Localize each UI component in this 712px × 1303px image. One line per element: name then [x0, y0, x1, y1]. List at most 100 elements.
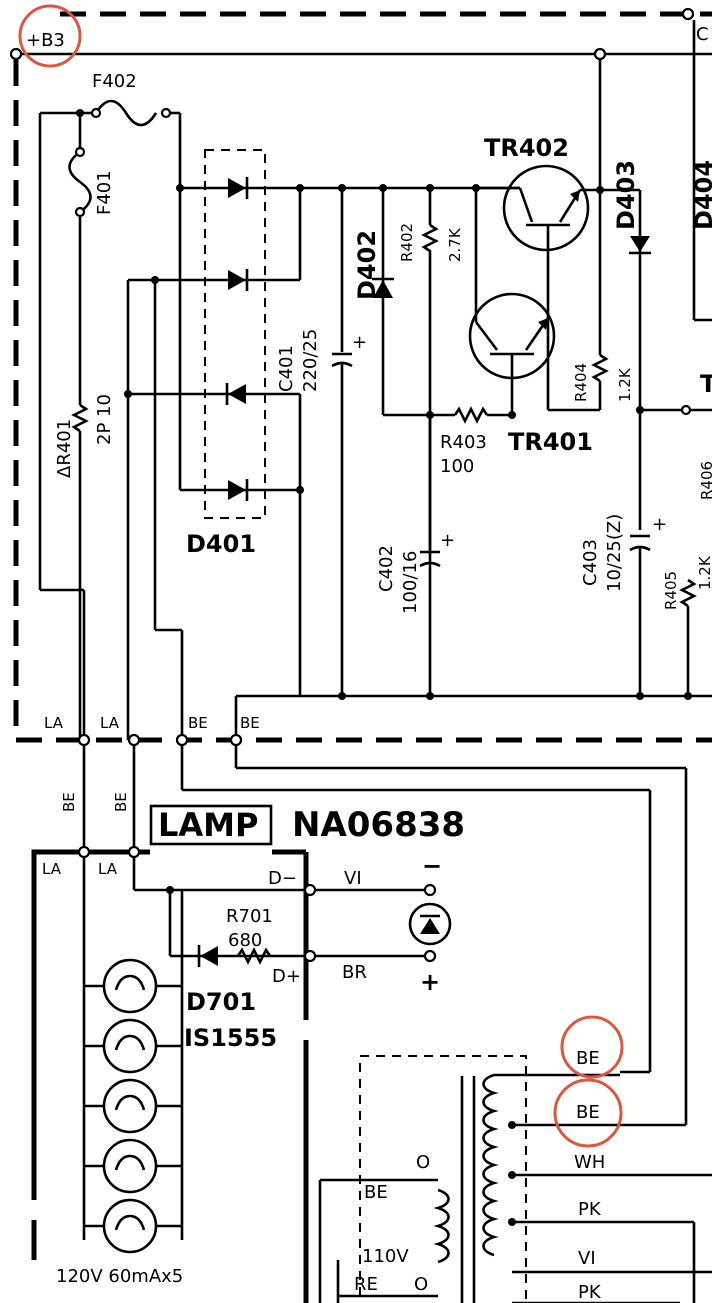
- d401-bridge-outline: [204, 149, 266, 519]
- r402-resistor: [421, 223, 439, 261]
- lamp-bulb-4: [84, 1138, 182, 1194]
- annotation-circle-be2: [553, 1078, 623, 1148]
- d-plus-label: D+: [272, 966, 301, 987]
- b3-label: +B3: [26, 30, 65, 51]
- led-diode-symbol: [420, 918, 440, 934]
- d403-label: D403: [612, 160, 640, 230]
- la3-label: LA: [42, 860, 62, 878]
- d701-label: D701: [186, 988, 256, 1016]
- transformer-primary-coil: [433, 1188, 450, 1264]
- o1-label: O: [416, 1152, 430, 1173]
- lamp-conn-la4: [127, 845, 141, 859]
- r404-value: 1.2K: [616, 367, 634, 402]
- annotation-circle-be1: [560, 1015, 624, 1079]
- r402-label: R402: [398, 223, 416, 262]
- f402-fuse-symbol: [94, 99, 158, 127]
- r406-cut-label: R406: [698, 461, 712, 500]
- c401-plate-bottom: [331, 361, 353, 368]
- annotation-circle-b3: [18, 4, 82, 68]
- gnd-node-3: [636, 692, 644, 700]
- tr401-c-leg: [474, 321, 499, 351]
- c403-plate-bottom: [629, 545, 651, 552]
- r401-value: 2P 10: [94, 394, 115, 445]
- r403-resistor: [453, 406, 489, 424]
- vi2-label: VI: [578, 1248, 596, 1269]
- bridge-node-minus: [296, 486, 304, 494]
- r405-resistor: [679, 578, 697, 608]
- d401-diode-1: [228, 178, 246, 198]
- r401-resistor: [71, 403, 89, 433]
- c402-plus-mark: +: [440, 530, 455, 551]
- be2-label: BE: [240, 714, 260, 732]
- r401-label: ΔR401: [54, 419, 75, 478]
- c401-value: 220/25: [300, 329, 321, 392]
- c-terminal: [681, 7, 695, 21]
- lamp-bulb-5: [84, 1198, 182, 1254]
- d402-label: D402: [353, 230, 381, 300]
- r404-resistor: [591, 353, 609, 383]
- be-c2-label: BE: [576, 1102, 600, 1123]
- re-label: RE: [354, 1274, 378, 1295]
- lamp-title: LAMP: [158, 806, 258, 844]
- v110-label: 110V: [362, 1246, 409, 1267]
- tr401-emitter-arrow: [538, 318, 548, 330]
- la4-label: LA: [98, 860, 118, 878]
- d701-part: IS1555: [184, 1024, 277, 1052]
- lamp-board-outline: [31, 849, 150, 1200]
- pk1-label: PK: [578, 1199, 602, 1220]
- r403-value: 100: [440, 456, 474, 477]
- be-vertical-1: BE: [60, 792, 78, 812]
- be-vertical-2: BE: [112, 792, 130, 812]
- f401-label: F401: [94, 170, 115, 215]
- led-minus-sign: −: [422, 852, 442, 880]
- c-edge-label: C: [696, 24, 709, 45]
- d403-diode: [630, 236, 650, 252]
- edge-t-label: T: [700, 370, 712, 398]
- transformer-secondary-coil: [482, 1073, 499, 1257]
- d701-diode: [200, 946, 218, 966]
- d-minus-label: D−: [268, 868, 297, 889]
- b3-terminal: [9, 47, 23, 61]
- c403-value: 10/25(Z): [604, 514, 625, 592]
- tr402-transistor: [502, 164, 590, 252]
- be-inner-label: BE: [364, 1182, 388, 1203]
- vi-top-label: VI: [344, 868, 362, 889]
- r405-value-cut: 1.2K: [696, 555, 712, 590]
- lamp-bulb-1: [84, 958, 182, 1014]
- lamp-bulb-2: [84, 1018, 182, 1074]
- c402-value: 100/16: [400, 551, 421, 614]
- r701-label: R701: [226, 906, 273, 927]
- r701-resistor: [236, 947, 272, 965]
- tr402-c-leg: [518, 187, 534, 223]
- lamp-conn-la3: [77, 845, 91, 859]
- led-terminal-plus: [423, 949, 437, 963]
- d401-diode-4: [228, 480, 246, 500]
- d401-label: D401: [186, 530, 256, 558]
- right-edge-terminal: [680, 404, 692, 416]
- f402-pin-left: [90, 107, 102, 119]
- led-indicator: [408, 902, 452, 946]
- gnd-node-4: [684, 692, 692, 700]
- connector-la1: [77, 733, 91, 747]
- c401-plus-mark: +: [352, 332, 367, 353]
- f401-pin-bottom: [74, 206, 86, 218]
- f401-fuse-symbol: [68, 150, 92, 214]
- connector-la2: [127, 733, 141, 747]
- c402-plate-bottom: [419, 561, 441, 568]
- f402-label: F402: [92, 71, 137, 92]
- tap-be2-node: [508, 1121, 516, 1129]
- r404-label: R404: [572, 363, 590, 402]
- o2-label: O: [414, 1274, 428, 1295]
- tr402-label: TR402: [484, 134, 569, 162]
- f402-pin-right: [160, 107, 172, 119]
- gnd-node-2: [426, 692, 434, 700]
- r402-value: 2.7K: [446, 227, 464, 262]
- r701-value: 680: [228, 930, 262, 951]
- d401-diode-2: [228, 270, 246, 290]
- led-terminal-minus: [423, 883, 437, 897]
- c402-label: C402: [376, 545, 397, 592]
- d401-diode-3: [228, 384, 246, 404]
- r405-label: R405: [662, 571, 680, 610]
- la2-label: LA: [100, 714, 120, 732]
- lamp-spec-label: 120V 60mAx5: [56, 1266, 183, 1287]
